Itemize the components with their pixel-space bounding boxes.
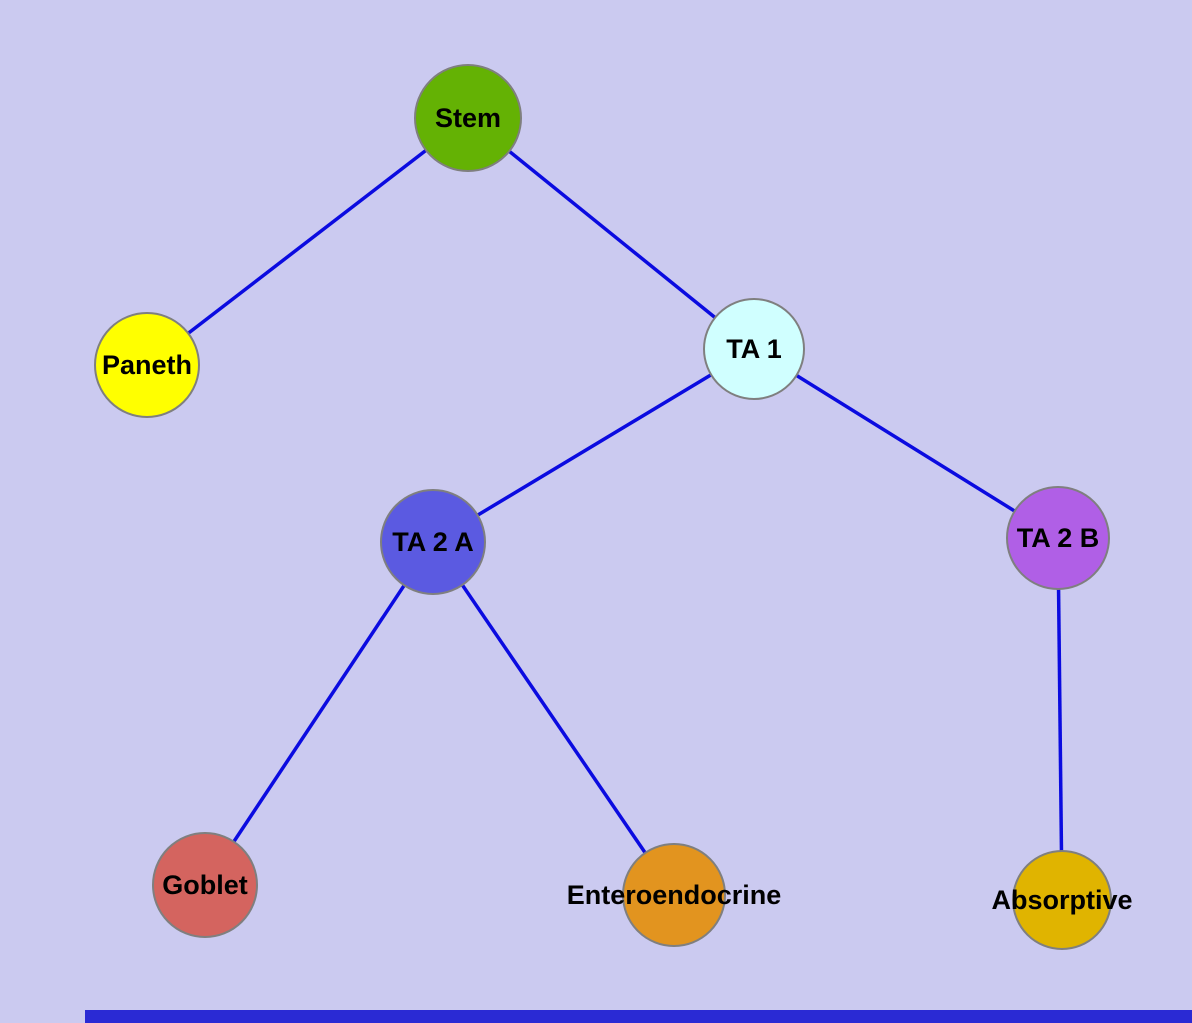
node-stem[interactable]: Stem <box>414 64 522 172</box>
node-stem-label: Stem <box>434 102 502 133</box>
node-absorptive-label: Absorptive <box>991 884 1133 915</box>
node-ta-2-a[interactable]: TA 2 A <box>380 489 486 595</box>
node-paneth[interactable]: Paneth <box>94 312 200 418</box>
node-enteroendocrine-label: Enteroendocrine <box>566 879 782 910</box>
node-ta-2-b[interactable]: TA 2 B <box>1006 486 1110 590</box>
node-ta-1[interactable]: TA 1 <box>703 298 805 400</box>
node-ta-2-b-label: TA 2 B <box>1016 522 1100 553</box>
node-absorptive[interactable]: Absorptive <box>991 850 1133 950</box>
node-goblet[interactable]: Goblet <box>152 832 258 938</box>
node-ta-2-a-label: TA 2 A <box>392 526 474 557</box>
node-ta-1-label: TA 1 <box>726 333 782 364</box>
edge-ta1-ta2b[interactable] <box>753 347 1059 540</box>
node-enteroendocrine[interactable]: Enteroendocrine <box>567 843 781 947</box>
edge-stem-ta1[interactable] <box>466 116 756 351</box>
edge-ta2b-absorptive[interactable] <box>1056 537 1064 901</box>
edge-ta1-ta2a[interactable] <box>432 347 755 544</box>
node-paneth-label: Paneth <box>101 349 193 380</box>
node-goblet-label: Goblet <box>162 869 248 900</box>
horizontal-scrollbar-thumb[interactable] <box>85 1010 1192 1023</box>
edge-ta2a-goblet[interactable] <box>203 541 435 886</box>
edge-stem-paneth[interactable] <box>145 116 470 367</box>
edge-ta2a-enteroendocrine[interactable] <box>431 541 676 896</box>
